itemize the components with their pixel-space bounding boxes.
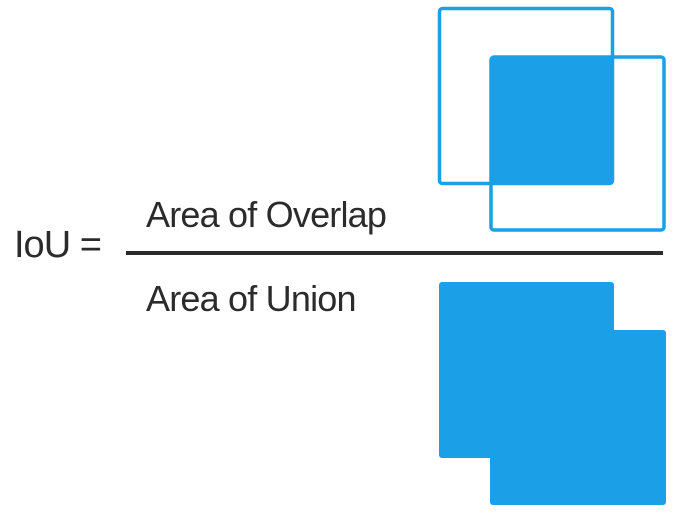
- union-illustration: [439, 282, 666, 505]
- fraction-bar: [126, 251, 663, 255]
- box-b-outline: [489, 55, 666, 232]
- box-a-outline: [437, 6, 615, 186]
- overlap-region: [491, 57, 612, 183]
- iou-label: IoU =: [14, 224, 102, 266]
- denominator-text: Area of Union: [146, 278, 357, 319]
- numerator-text: Area of Overlap: [146, 194, 387, 235]
- union-box-b: [490, 330, 666, 505]
- overlap-illustration: [437, 6, 666, 232]
